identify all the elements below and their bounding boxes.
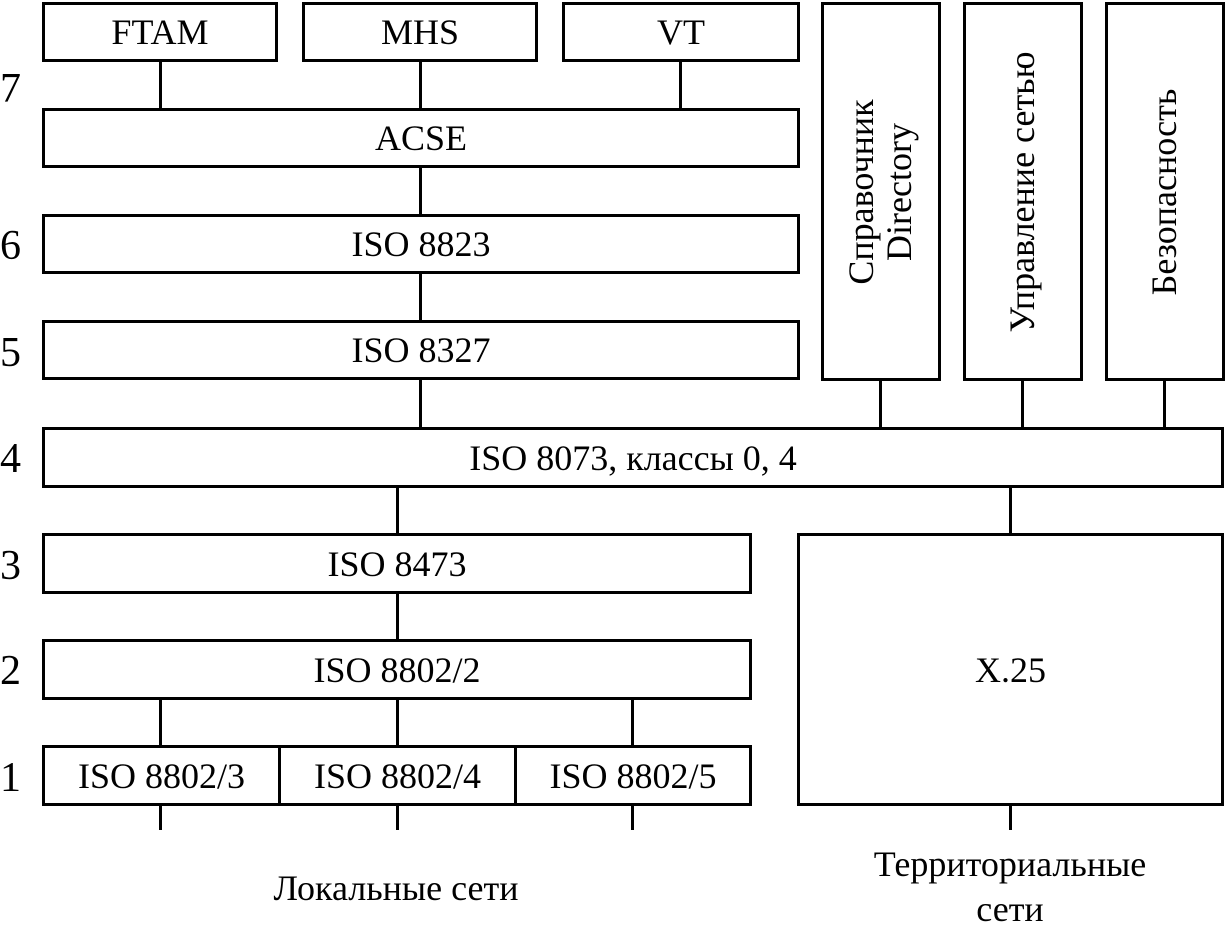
connector-x25-bottom	[1009, 804, 1012, 830]
directory-box: Справочник Directory	[821, 2, 941, 381]
connector-acse-8823	[419, 166, 422, 214]
level-3-label: 3	[0, 543, 21, 589]
iso-8327-label: ISO 8327	[351, 330, 491, 370]
acse-label: ACSE	[374, 118, 468, 158]
iso-8823-label: ISO 8823	[351, 224, 491, 264]
level-5-label: 5	[0, 330, 21, 376]
local-networks-caption: Локальные сети	[273, 868, 519, 908]
iso-8823-box: ISO 8823	[42, 214, 800, 274]
connector-vt-acse	[679, 60, 682, 108]
connector-8327-8073	[419, 378, 422, 428]
iso-8802-5-label: ISO 8802/5	[549, 755, 717, 796]
security-box: Безопасность	[1105, 2, 1225, 381]
connector-88022-88025	[631, 698, 634, 746]
connector-88025-bottom	[631, 804, 634, 830]
connector-mhs-acse	[419, 60, 422, 108]
connector-mgmt-8073	[1021, 378, 1024, 428]
mhs-label: MHS	[380, 12, 460, 52]
wan-caption: Территориальные сети	[810, 842, 1210, 932]
mhs-box: MHS	[302, 2, 538, 62]
level-6-label: 6	[0, 223, 21, 269]
x25-label: X.25	[975, 649, 1046, 690]
connector-8473-88022	[396, 592, 399, 640]
iso-8802-4-box: ISO 8802/4	[278, 745, 517, 806]
connector-directory-8073	[879, 378, 882, 428]
iso-8802-4-label: ISO 8802/4	[313, 755, 481, 796]
iso-8073-label: ISO 8073, классы 0, 4	[469, 437, 797, 478]
iso-8473-box: ISO 8473	[42, 533, 752, 594]
level-4-label: 4	[0, 436, 21, 482]
connector-8823-8327	[419, 272, 422, 321]
level-2-label: 2	[0, 648, 21, 694]
directory-label-ru: Справочник	[841, 98, 882, 285]
iso-8473-label: ISO 8473	[327, 543, 467, 584]
level-1-label: 1	[0, 755, 21, 801]
iso-8802-2-box: ISO 8802/2	[42, 639, 752, 700]
acse-box: ACSE	[42, 108, 800, 168]
connector-88022-88024	[396, 698, 399, 746]
vt-box: VT	[562, 2, 800, 62]
connector-8073-x25	[1009, 486, 1012, 534]
ftam-box: FTAM	[42, 2, 278, 62]
connector-88022-88023	[159, 698, 162, 746]
iso-8802-5-box: ISO 8802/5	[514, 745, 752, 806]
network-management-label: Управление сетью	[1002, 51, 1043, 332]
ftam-label: FTAM	[111, 12, 209, 52]
directory-label-en: Directory	[879, 122, 919, 261]
security-label: Безопасность	[1144, 88, 1185, 295]
iso-8073-box: ISO 8073, классы 0, 4	[42, 427, 1224, 488]
iso-8327-box: ISO 8327	[42, 320, 800, 380]
directory-label: Справочник Directory	[841, 98, 919, 285]
wan-caption-line2: сети	[976, 889, 1044, 929]
iso-8802-2-label: ISO 8802/2	[313, 649, 481, 690]
connector-88024-bottom	[396, 804, 399, 830]
x25-box: X.25	[797, 533, 1224, 806]
network-management-box: Управление сетью	[963, 2, 1083, 381]
iso-8802-3-label: ISO 8802/3	[77, 755, 245, 796]
vt-label: VT	[657, 12, 705, 52]
connector-security-8073	[1163, 378, 1166, 428]
connector-8073-8473	[396, 486, 399, 534]
iso-8802-3-box: ISO 8802/3	[42, 745, 281, 806]
level-7-label: 7	[0, 66, 21, 112]
connector-ftam-acse	[159, 60, 162, 108]
wan-caption-line1: Территориальные	[873, 844, 1147, 884]
connector-88023-bottom	[159, 804, 162, 830]
